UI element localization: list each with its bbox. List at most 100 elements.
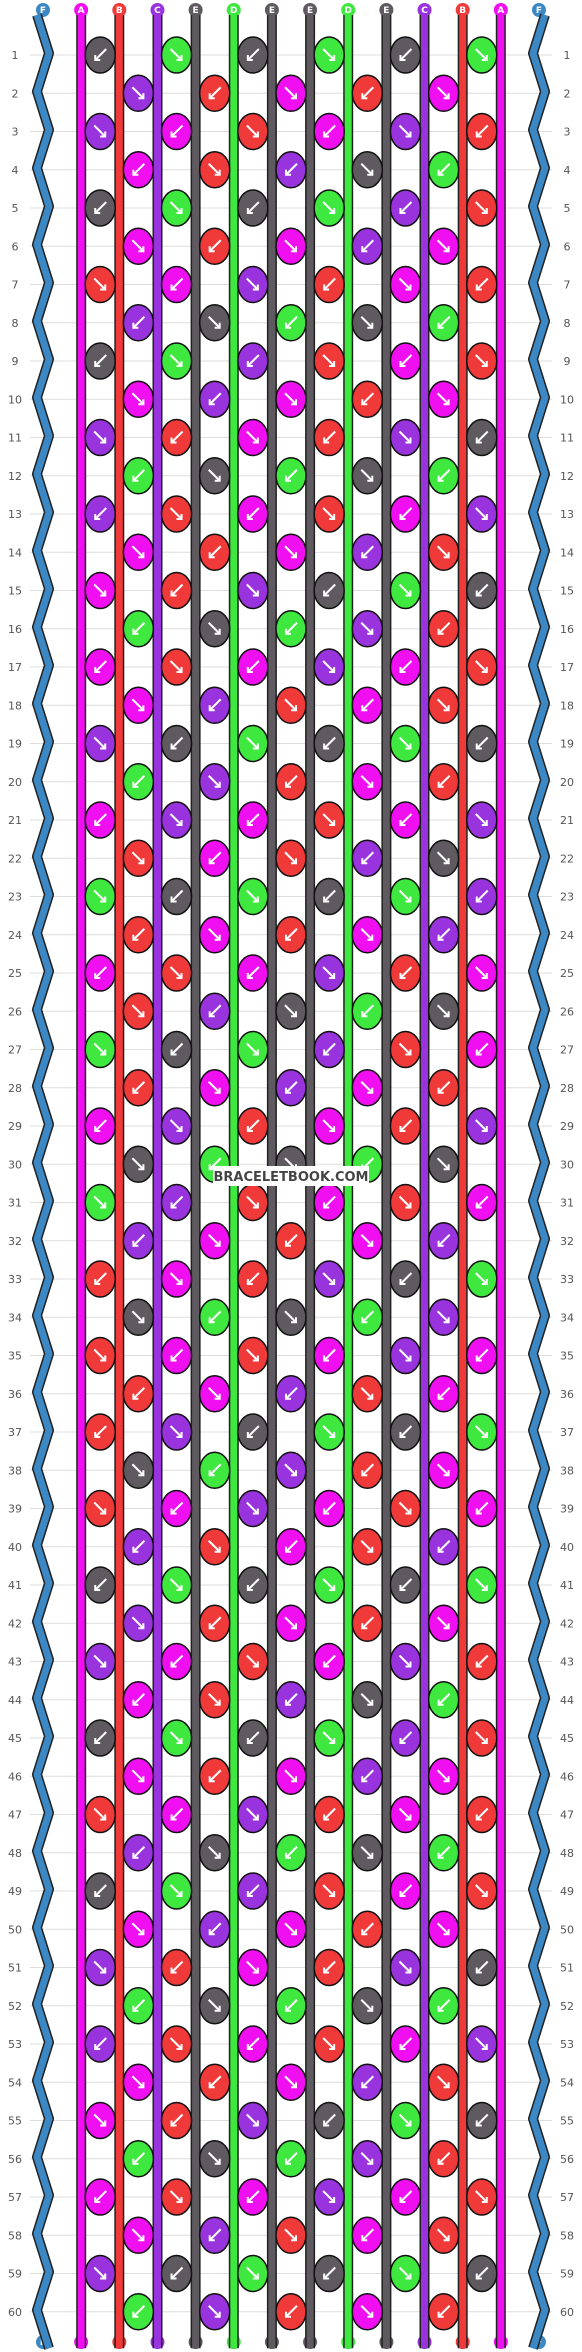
row-number-left: 30 [8, 1158, 22, 1171]
knot-arrow-head [475, 131, 482, 138]
knot-arrow-head [405, 743, 412, 750]
knot-arrow-head [170, 2273, 177, 2280]
row-number-right: 30 [560, 1158, 574, 1171]
knot-arrow-head [443, 399, 450, 406]
knot-arrow-head [437, 1546, 444, 1553]
string-label-top-dot [264, 3, 279, 17]
knot-arrow [131, 1157, 145, 1170]
knot-arrow [207, 1846, 221, 1859]
knot-arrow [131, 2228, 145, 2241]
knot-arrow [323, 2266, 336, 2280]
knot-arrow-head [399, 361, 406, 367]
knot-arrow [476, 277, 489, 291]
knot-arrow-head [437, 1087, 444, 1094]
knot-arrow-head [138, 2082, 145, 2089]
knot-arrow [285, 928, 298, 941]
knot-arrow-head [208, 399, 215, 406]
knot-arrow-head [252, 1967, 259, 1974]
knot-arrow [246, 736, 259, 750]
knot-arrow [361, 545, 375, 558]
knot-arrow-head [100, 2120, 107, 2127]
row-number-right: 26 [560, 1005, 574, 1018]
row-number-right: 50 [560, 1923, 574, 1936]
knot-arrow-head [138, 1317, 145, 1324]
row-number-right: 17 [560, 661, 574, 674]
knot-arrow-head [214, 2158, 221, 2165]
knot-arrow-head [481, 2044, 488, 2050]
knot-arrow-head [176, 820, 183, 826]
row-number-right: 36 [560, 1388, 574, 1401]
knot-arrow-head [176, 514, 183, 520]
knot-arrow [170, 277, 184, 291]
knot-arrow-head [132, 169, 139, 176]
knot-arrow [169, 1119, 183, 1132]
knot-arrow [475, 2037, 488, 2050]
row-number-left: 41 [8, 1579, 22, 1592]
row-number-right: 1 [564, 49, 571, 62]
knot-arrow [170, 1501, 184, 1515]
knot-arrow-head [285, 628, 291, 635]
knot-arrow [437, 1387, 451, 1400]
row-number-right: 34 [560, 1311, 574, 1324]
string-label-top: D [344, 6, 351, 16]
knot-arrow-head [367, 1087, 374, 1094]
knot-arrow-head [291, 2082, 297, 2089]
knot-arrow-head [138, 93, 145, 100]
knot-arrow-head [291, 399, 297, 406]
knot-arrow-head [176, 208, 183, 214]
knot-arrow [94, 1425, 107, 1438]
knot-arrow [398, 1501, 412, 1515]
row-number-left: 12 [8, 470, 22, 483]
string-label-top: A [497, 6, 504, 16]
knot-arrow [207, 1234, 221, 1247]
knot-arrow [360, 1081, 374, 1094]
knot-arrow-head [176, 1432, 183, 1438]
knot-arrow [476, 1195, 489, 1209]
knot-arrow-head [323, 437, 330, 444]
knot-arrow [93, 1042, 106, 1056]
knot-arrow [132, 2305, 146, 2318]
knot-arrow-head [367, 1699, 374, 1706]
knot-arrow [208, 2228, 222, 2241]
row-number-right: 41 [560, 1579, 574, 1592]
knot-arrow-head [323, 2120, 330, 2127]
row-number-right: 15 [560, 585, 574, 598]
knot-arrow [131, 1922, 145, 1935]
knot-arrow [247, 813, 260, 826]
knot-arrow [284, 1616, 297, 1629]
knot-arrow-head [246, 1279, 253, 1285]
knot-arrow [207, 1081, 221, 1094]
row-number-right: 22 [560, 852, 574, 865]
row-number-left: 11 [8, 432, 22, 445]
knot-arrow-head [437, 322, 444, 329]
knot-arrow [93, 430, 106, 444]
knot-arrow-head [437, 2311, 444, 2318]
knot-arrow-head [443, 1470, 450, 1477]
knot-arrow-head [367, 475, 374, 482]
knot-arrow-head [285, 2311, 291, 2318]
knot-arrow-head [100, 437, 107, 444]
knot-arrow [399, 507, 413, 520]
knot-arrow-head [405, 1661, 412, 1668]
knot-arrow-head [176, 973, 183, 979]
knot-arrow-head [475, 1355, 482, 1362]
knot-arrow [93, 583, 106, 597]
knot-arrow-head [329, 667, 336, 673]
knot-arrow [398, 889, 412, 903]
knot-arrow-head [481, 2197, 488, 2203]
knot-arrow-head [481, 973, 488, 979]
knot-arrow [284, 1004, 297, 1017]
string-label-top-dot [74, 3, 89, 17]
row-number-right: 54 [560, 2076, 574, 2089]
knot-arrow-head [437, 169, 444, 176]
knot-arrow-head [291, 2235, 297, 2242]
knot-arrow [475, 1884, 488, 1897]
knot-arrow [399, 1578, 413, 1591]
knot-arrow [476, 1807, 489, 1821]
row-number-left: 27 [8, 1044, 22, 1057]
knot-arrow-head [138, 1776, 145, 1783]
knot-arrow-head [214, 169, 221, 176]
knot-arrow-head [170, 590, 177, 597]
knot-arrow-head [252, 1661, 259, 1668]
string-label-top: B [116, 6, 123, 16]
